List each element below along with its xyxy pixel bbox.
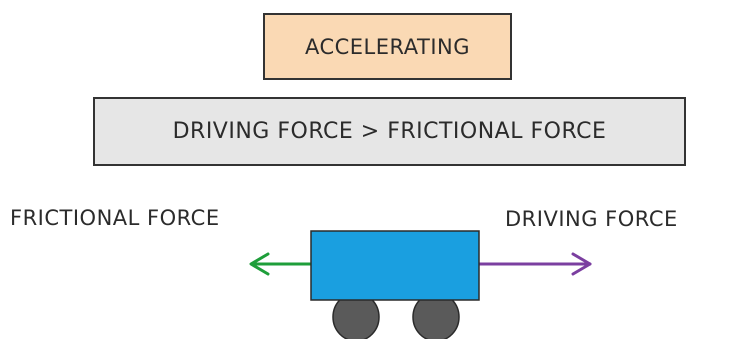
force-comparison-label-box: DRIVING FORCE > FRICTIONAL FORCE [93,97,686,166]
accelerating-label-box: ACCELERATING [263,13,512,80]
cart-body [310,230,480,301]
frictional-force-label: FRICTIONAL FORCE [10,206,220,230]
driving-force-label: DRIVING FORCE [505,207,678,231]
driving-force-arrow [476,252,592,276]
frictional-force-arrow [249,252,314,276]
